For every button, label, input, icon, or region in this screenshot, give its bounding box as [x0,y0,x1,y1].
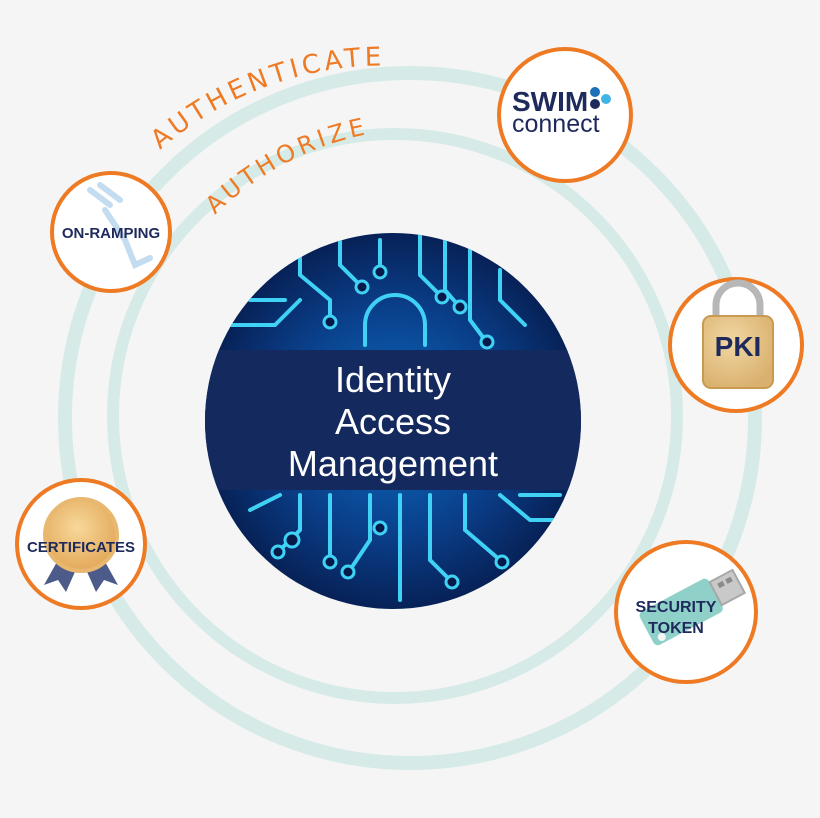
padlock-icon [702,279,774,389]
node-on-ramping: ON-RAMPING [50,171,172,293]
pki-label: PKI [715,331,762,362]
node-swim-connect: SWIM connect [497,47,633,183]
award-ribbon-icon [43,497,119,592]
certificates-label: CERTIFICATES [27,539,135,556]
node-pki: PKI [668,277,804,413]
security-token-label-line1: SECURITY [636,599,717,616]
connect-wordmark: connect [512,110,600,138]
on-ramping-label: ON-RAMPING [62,225,160,242]
node-security-token: SECURITY TOKEN [614,540,758,684]
title-line-identity: Identity [335,359,451,400]
inner-ring [107,128,683,704]
circuit-pattern [228,233,562,602]
title-banner [205,350,581,490]
usb-token-icon [639,568,747,646]
security-token-label-line2: TOKEN [648,620,704,637]
center-circle [205,233,581,609]
title-line-access: Access [335,401,451,442]
title-line-management: Management [288,443,498,484]
plug-icon [87,182,153,270]
swim-wordmark: SWIM [512,86,588,117]
outer-ring [58,66,762,770]
node-certificates: CERTIFICATES [15,478,147,610]
swim-dots-icon [590,87,611,109]
